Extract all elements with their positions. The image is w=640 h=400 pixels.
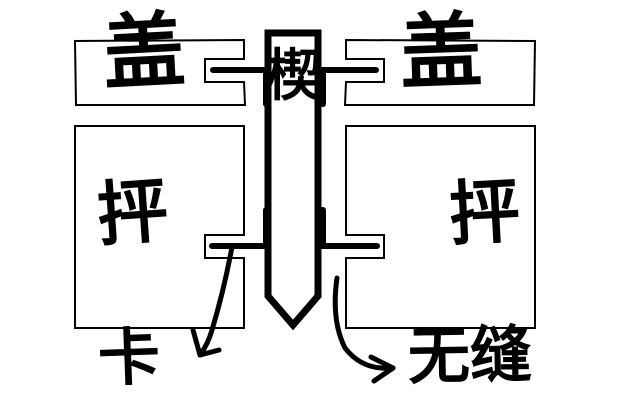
- cover-board-left: [73, 38, 247, 106]
- panel-board-left: [74, 125, 245, 329]
- tongue-lower-right: [320, 207, 380, 249]
- clamp-arrow-head-b: [197, 347, 222, 358]
- panel-board-left-label: 抨: [95, 171, 171, 255]
- cover-board-left-outline: [73, 38, 247, 106]
- clamp-arrow-head-a: [190, 327, 203, 358]
- tongue-upper-left: [210, 67, 269, 107]
- seamless-arrow-head-b: [371, 365, 396, 384]
- tongue-lower-left-stroke: [209, 207, 269, 249]
- seamless-callout-label: 无缝: [407, 320, 533, 393]
- cover-board-right: [343, 38, 537, 106]
- panel-board-left-outline: [74, 125, 245, 329]
- clamp-arrow-shaft: [197, 244, 235, 358]
- tongue-lower-right-stroke: [320, 207, 380, 249]
- tongue-upper-right: [320, 67, 379, 107]
- tongue-upper-right-stroke: [320, 67, 379, 107]
- tongue-upper-left-stroke: [210, 67, 269, 107]
- seamless-arrow-shaft: [332, 275, 393, 371]
- panel-board-right-label: 抨: [448, 172, 522, 254]
- seamless-arrow-head-a: [368, 354, 396, 371]
- cover-board-right-label: 盖: [398, 5, 484, 100]
- tongue-lower-left: [209, 207, 269, 249]
- wedge-column: [264, 29, 322, 331]
- wedge-column-label: 楔: [266, 44, 322, 107]
- seamless-callout-arrow: [332, 275, 396, 384]
- panel-board-right-outline: [345, 125, 536, 329]
- clamp-callout-label: 卡: [96, 322, 162, 395]
- wedge-column-outline: [264, 29, 322, 331]
- panel-board-right: [345, 125, 536, 329]
- cover-board-right-outline: [343, 38, 537, 106]
- cover-board-left-label: 盖: [100, 4, 188, 101]
- clamp-callout-arrow: [190, 244, 235, 358]
